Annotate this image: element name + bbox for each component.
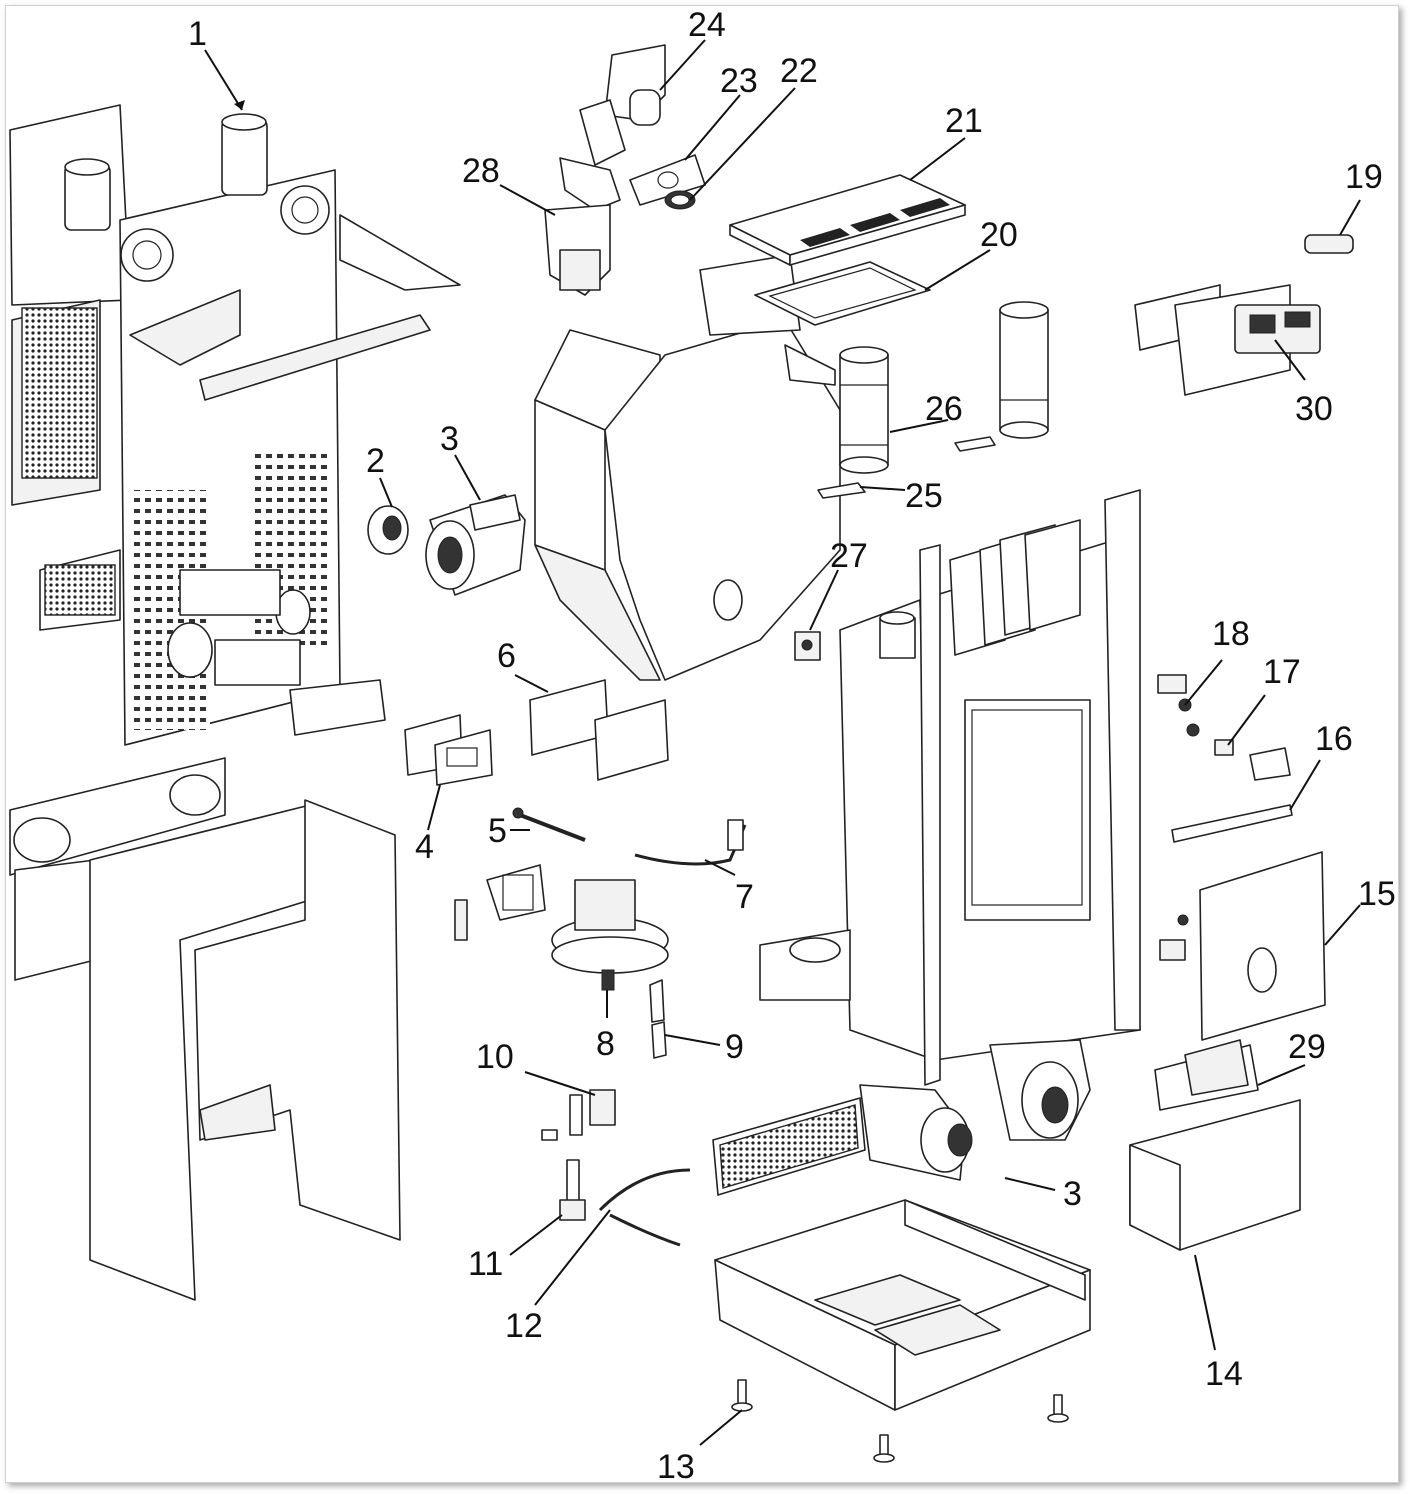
part-4-gasket (404, 714, 493, 786)
callout-14: 14 (1205, 1355, 1243, 1393)
part-18-clip (1157, 674, 1200, 737)
part-24-bracket (579, 44, 666, 166)
part-11-valve (559, 1159, 586, 1221)
callout-10: 10 (476, 1038, 514, 1076)
callout-labels: 1 2 3 3 4 5 6 7 8 9 10 11 12 13 14 15 16… (188, 6, 1396, 1486)
part-15-ash-door (1159, 851, 1326, 1041)
part-2-switch (367, 505, 409, 555)
part-26-pipe (839, 301, 1049, 474)
part-10-switch (541, 1089, 616, 1141)
callout-1: 1 (188, 15, 207, 53)
part-5-probe (512, 807, 586, 842)
part-8-igniter-assembly (454, 864, 669, 991)
callout-22: 22 (780, 52, 818, 90)
part-21-lid (729, 174, 966, 266)
callout-27: 27 (830, 537, 868, 575)
callout-11: 11 (468, 1245, 503, 1283)
callout-18: 18 (1212, 615, 1250, 653)
part-16-rail (1171, 804, 1293, 843)
callout-9: 9 (725, 1028, 744, 1066)
callout-23: 23 (720, 62, 758, 100)
part-3-blower-lower (712, 1039, 1091, 1196)
callout-8: 8 (596, 1025, 615, 1063)
part-29-burn-pot (1154, 1039, 1259, 1111)
part-25-gasket-plate (817, 436, 996, 499)
hopper-housing (534, 254, 841, 681)
callout-6: 6 (497, 637, 516, 675)
part-9-bracket (649, 979, 667, 1059)
callout-21: 21 (945, 102, 983, 140)
part-3-blower-upper (425, 494, 526, 596)
part-28-auger-motor (544, 157, 621, 296)
callout-30: 30 (1295, 390, 1333, 428)
firebox-body (759, 489, 1141, 1086)
callout-26: 26 (925, 390, 963, 428)
base-pan (714, 1199, 1091, 1411)
part-19-knob (1304, 234, 1354, 254)
callout-4: 4 (415, 828, 434, 866)
part-14-ash-pan (1129, 1099, 1301, 1251)
callout-2: 2 (366, 442, 385, 480)
part-17-latch (1214, 739, 1291, 781)
front-panels (9, 757, 401, 1301)
part-12-hose (598, 1168, 691, 1247)
part-27-switch (794, 631, 821, 661)
leader-lines (204, 39, 1361, 1446)
part-7-harness (634, 819, 747, 866)
callout-20: 20 (980, 216, 1018, 254)
part-1-rear-panel (9, 104, 461, 746)
callout-5: 5 (488, 812, 507, 850)
callout-13: 13 (657, 1448, 695, 1486)
part-30-control-panel (1134, 284, 1321, 396)
callout-28: 28 (462, 152, 500, 190)
callout-12: 12 (505, 1307, 543, 1345)
callout-16: 16 (1315, 720, 1353, 758)
part-6-circuit-board (529, 679, 669, 781)
callout-7: 7 (735, 878, 754, 916)
callout-17: 17 (1263, 653, 1301, 691)
callout-29: 29 (1288, 1028, 1326, 1066)
callout-15: 15 (1358, 875, 1396, 913)
callout-3-upper: 3 (440, 420, 459, 458)
part-13-feet (731, 1379, 1069, 1463)
callout-19: 19 (1345, 158, 1383, 196)
part-20-gasket (754, 261, 931, 326)
callout-3-lower: 3 (1063, 1175, 1082, 1213)
callout-24: 24 (688, 6, 726, 44)
part-22-oring (664, 190, 696, 210)
callout-25: 25 (905, 477, 943, 515)
